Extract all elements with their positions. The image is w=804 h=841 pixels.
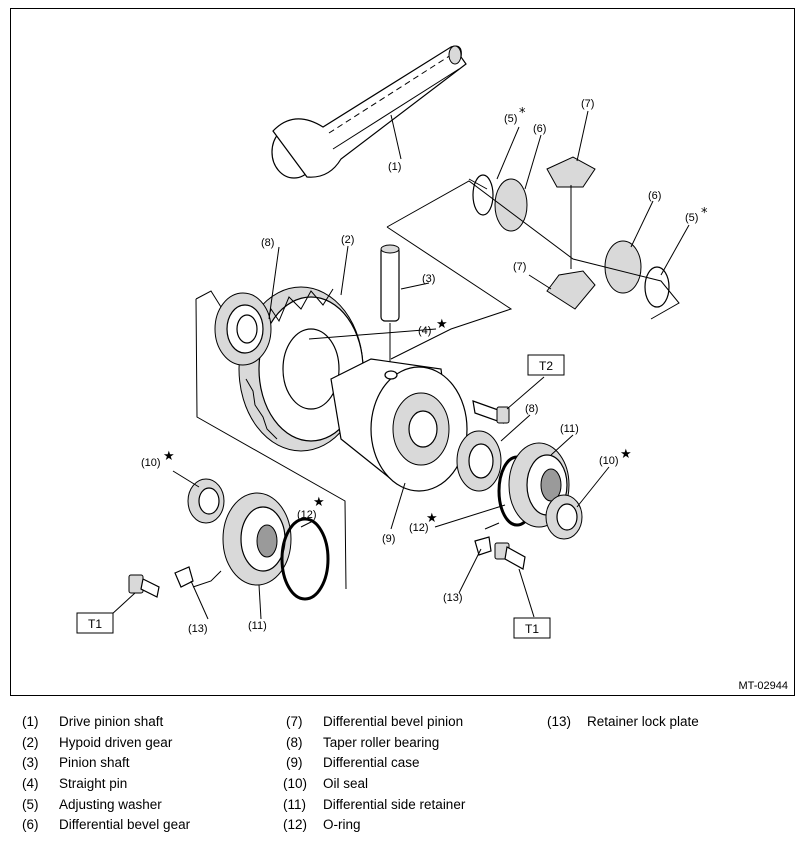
callout-6b: (6) bbox=[648, 190, 661, 202]
svg-text:T2: T2 bbox=[539, 359, 553, 373]
differential-bevel-pinion-lower bbox=[546, 270, 596, 310]
straight-pin bbox=[308, 328, 437, 340]
star-10a: ★ bbox=[163, 449, 175, 464]
torque-box-t1-right: T1 bbox=[513, 617, 551, 639]
callout-5b: (5) bbox=[685, 212, 698, 224]
callout-8b: (8) bbox=[525, 403, 538, 415]
taper-roller-bearing-left bbox=[214, 292, 272, 366]
differential-bevel-gear-upper bbox=[494, 178, 528, 232]
star-12b: ★ bbox=[426, 511, 438, 526]
oil-seal-left bbox=[187, 478, 225, 524]
callout-10b: (10) bbox=[599, 455, 619, 467]
diagram-canvas: T2 T1 T1 (1) (2) (3) (4) ★ (5) * (6) (7)… bbox=[76, 45, 708, 639]
asterisk-5a: * bbox=[519, 106, 526, 121]
parts-legend: (1)Drive pinion shaft (2)Hypoid driven g… bbox=[22, 714, 699, 832]
callout-3: (3) bbox=[422, 273, 435, 285]
bolt-t1-left bbox=[128, 574, 160, 598]
callout-12a: (12) bbox=[297, 509, 317, 521]
callout-6a: (6) bbox=[533, 123, 546, 135]
o-ring-left bbox=[280, 517, 330, 601]
oil-seal-right bbox=[545, 494, 583, 540]
svg-text:T1: T1 bbox=[88, 617, 102, 631]
callout-13a: (13) bbox=[443, 592, 463, 604]
svg-text:T1: T1 bbox=[525, 622, 539, 636]
differential-bevel-gear-lower bbox=[604, 240, 642, 294]
exploded-diagram: T2 T1 T1 (1) (2) (3) (4) ★ (5) * (6) (7)… bbox=[10, 8, 795, 696]
callout-7a: (7) bbox=[581, 98, 594, 110]
torque-box-t1-left: T1 bbox=[76, 612, 114, 634]
differential-case bbox=[330, 358, 468, 492]
asterisk-5b: * bbox=[701, 206, 708, 221]
bevel-gear-set bbox=[472, 156, 670, 310]
pinion-shaft bbox=[380, 244, 400, 371]
callout-4: (4) bbox=[418, 325, 431, 337]
callout-2: (2) bbox=[341, 234, 354, 246]
bolt-t2 bbox=[472, 400, 510, 424]
adjusting-washer-lower bbox=[644, 266, 670, 308]
callout-11a: (11) bbox=[560, 423, 579, 435]
callout-5a: (5) bbox=[504, 113, 517, 125]
callout-11b: (11) bbox=[248, 620, 267, 632]
retainer-lock-plate-left bbox=[174, 566, 194, 588]
taper-roller-bearing-right bbox=[456, 430, 502, 492]
adjusting-washer-upper bbox=[472, 174, 494, 216]
torque-box-t2: T2 bbox=[527, 354, 565, 376]
callout-7b: (7) bbox=[513, 261, 526, 273]
star-12a: ★ bbox=[313, 495, 325, 510]
star-4: ★ bbox=[436, 317, 448, 332]
assembly-guide-lines bbox=[192, 178, 680, 590]
callout-12b: (12) bbox=[409, 522, 429, 534]
differential-side-retainer-left bbox=[222, 492, 292, 586]
differential-bevel-pinion-upper bbox=[546, 156, 596, 188]
leader-lines bbox=[110, 110, 690, 620]
bolt-t1-right bbox=[494, 542, 526, 570]
star-10b: ★ bbox=[620, 447, 632, 462]
callout-13b: (13) bbox=[188, 623, 208, 635]
figure-code: MT-02944 bbox=[738, 680, 788, 692]
retainer-lock-plate-right bbox=[474, 536, 492, 556]
callout-9: (9) bbox=[382, 533, 395, 545]
callouts: (1) (2) (3) (4) ★ (5) * (6) (7) (8) (6) … bbox=[141, 98, 708, 635]
callout-8a: (8) bbox=[261, 237, 274, 249]
drive-pinion-shaft bbox=[271, 45, 467, 179]
callout-10a: (10) bbox=[141, 457, 161, 469]
callout-1: (1) bbox=[388, 161, 401, 173]
